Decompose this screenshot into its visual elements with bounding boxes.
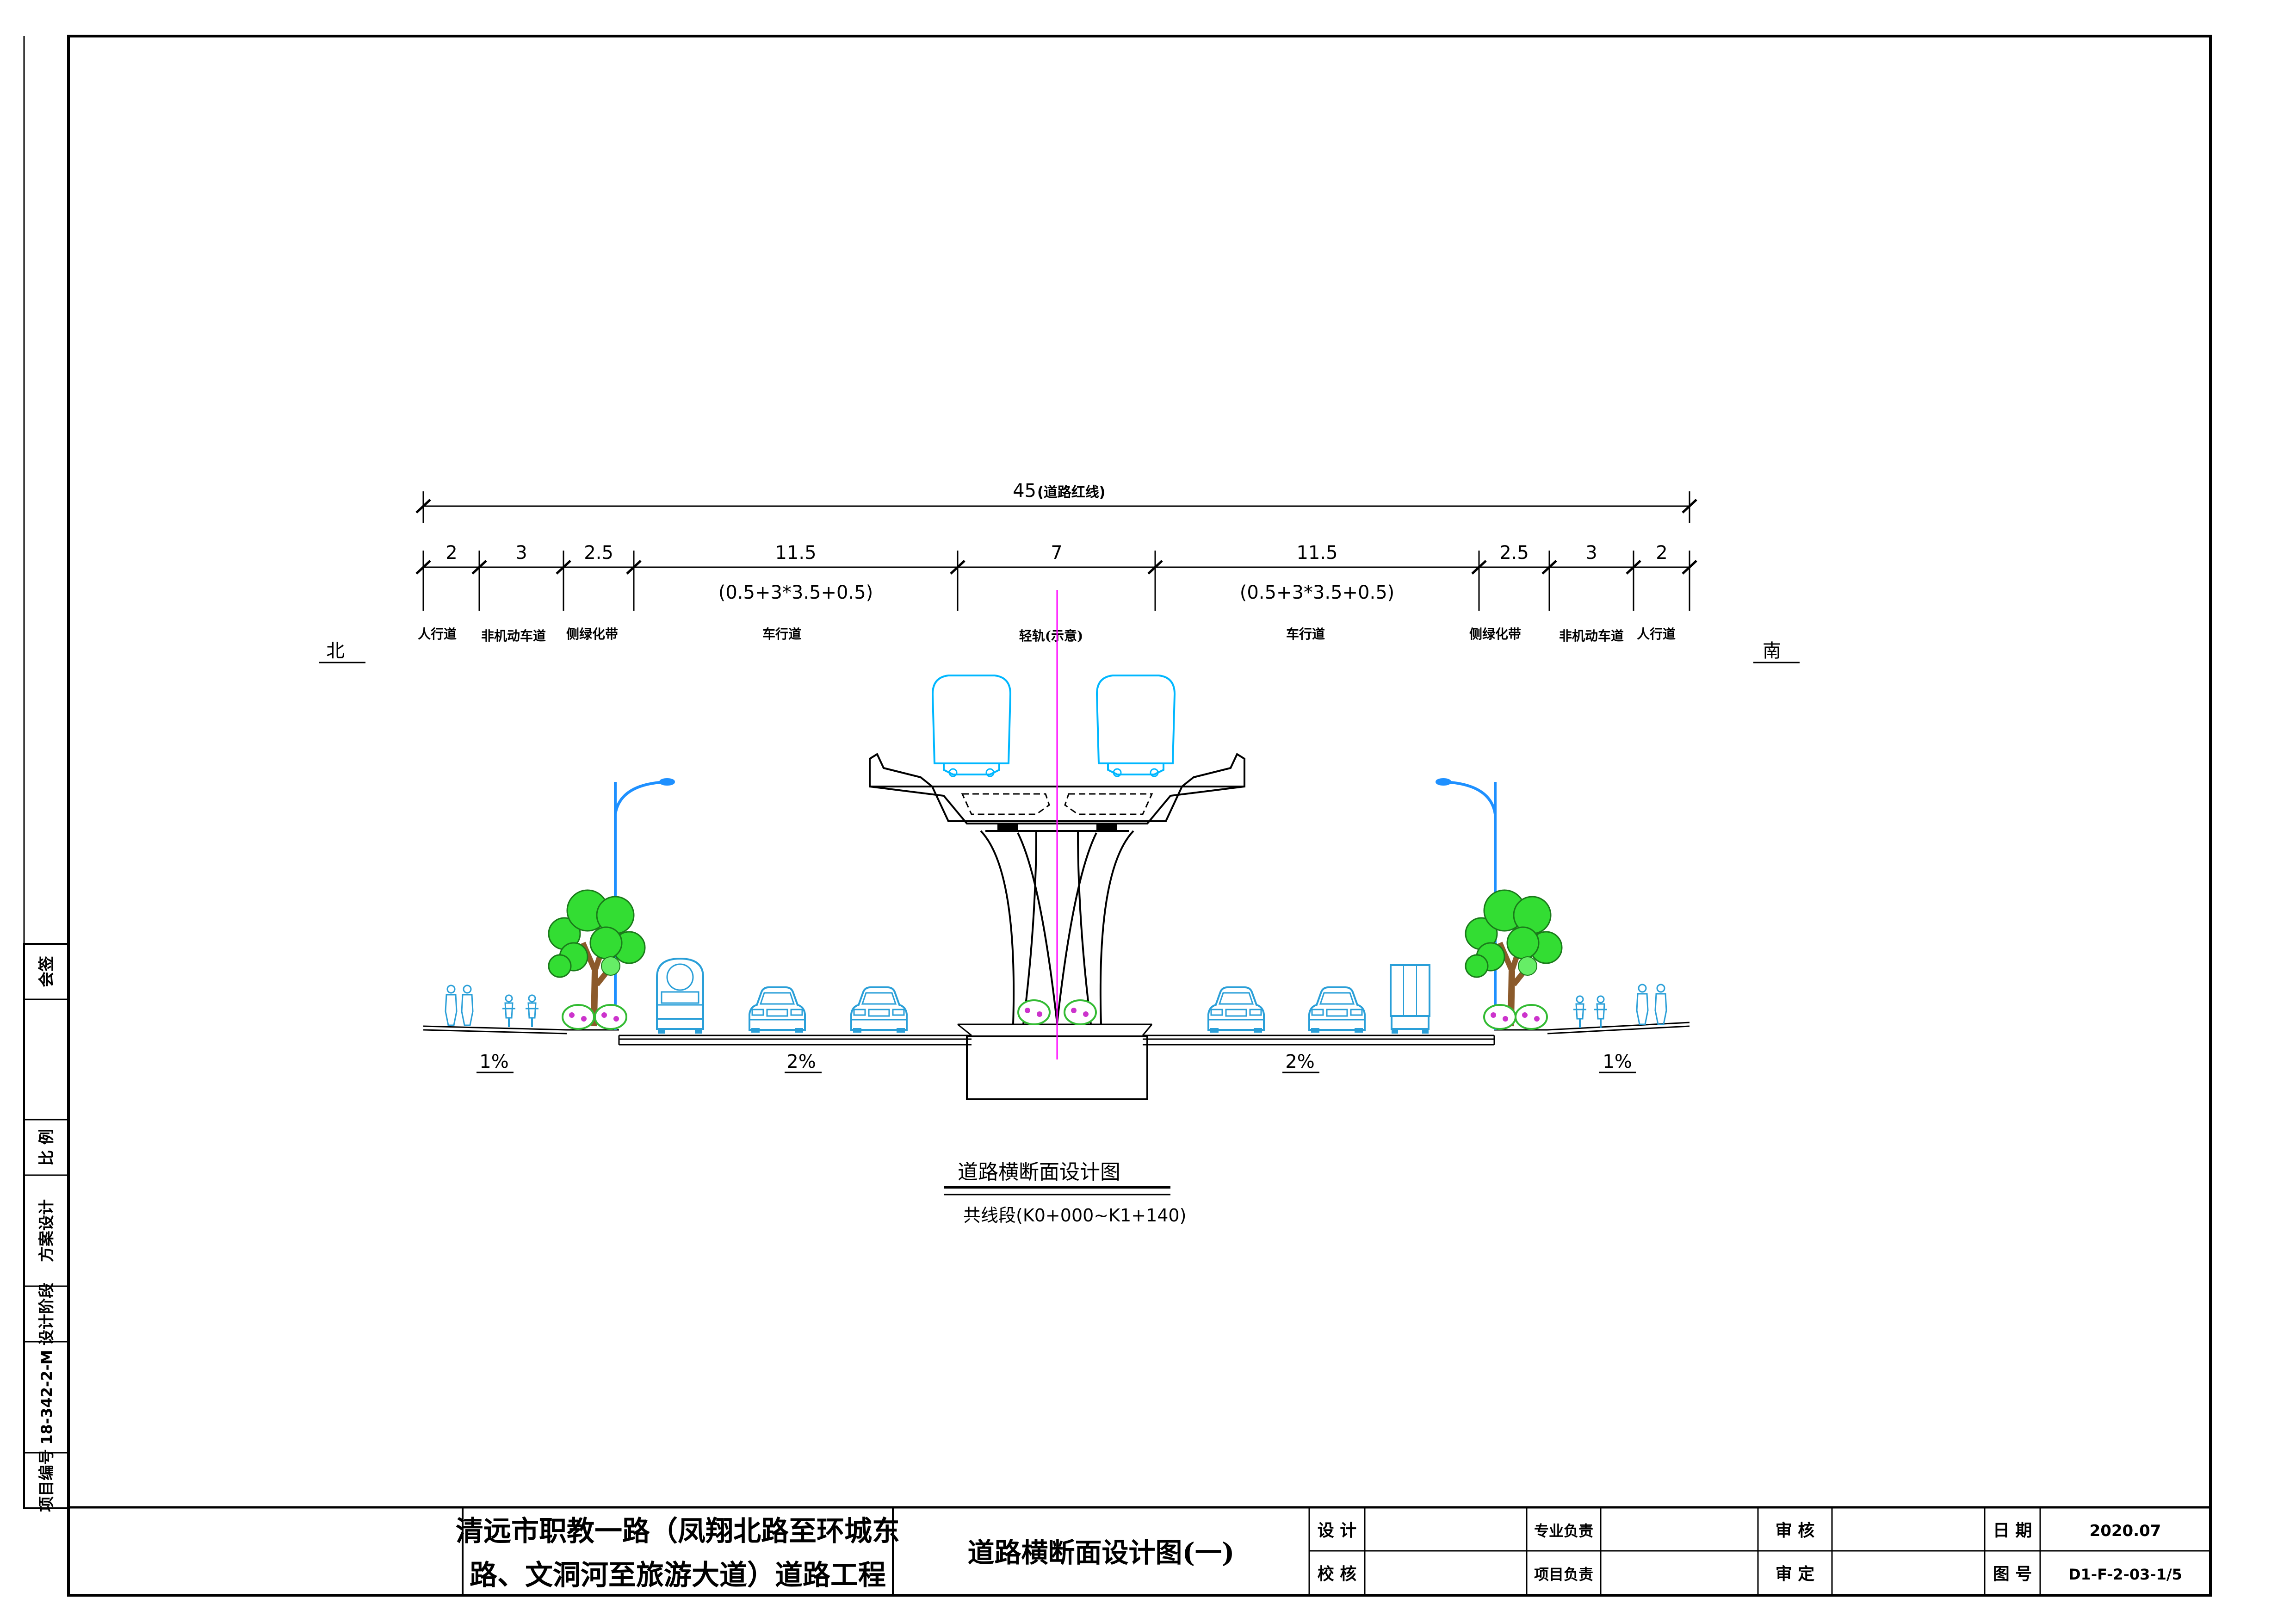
caption-subtitle: 共线段(K0+000~K1+140) bbox=[963, 1205, 1186, 1226]
car-icon bbox=[749, 986, 806, 1034]
label-bike-left: 非机动车道 bbox=[481, 628, 546, 644]
dim-sidewalk-left: 2 bbox=[446, 542, 457, 564]
slope-sidewalk-left: 1% bbox=[479, 1051, 508, 1072]
drawing-caption: 道路横断面设计图 共线段(K0+000~K1+140) bbox=[944, 1160, 1186, 1226]
cyclist-icon bbox=[1572, 995, 1587, 1029]
label-bike-right: 非机动车道 bbox=[1559, 628, 1624, 644]
shrub-icon bbox=[1064, 999, 1097, 1025]
dimension-labels: 45 (道路红线) 2 3 2.5 11.5 (0.5+3*3.5+0.5) 7… bbox=[418, 480, 1676, 644]
dim-carriageway-right-sub: (0.5+3*3.5+0.5) bbox=[1240, 582, 1395, 603]
car-icon bbox=[1207, 986, 1265, 1034]
dim-carriageway-left-sub: (0.5+3*3.5+0.5) bbox=[718, 582, 873, 603]
review-label: 审 核 bbox=[1776, 1521, 1815, 1540]
date-value: 2020.07 bbox=[2090, 1522, 2161, 1540]
slope-labels: 1% 2% 2% 1% bbox=[477, 1051, 1636, 1073]
label-carriageway-right: 车行道 bbox=[1286, 626, 1325, 642]
design-label: 设 计 bbox=[1318, 1521, 1357, 1540]
shrub-icon bbox=[1515, 1004, 1548, 1030]
shrub-icon bbox=[594, 1004, 627, 1030]
label-green-left: 侧绿化带 bbox=[566, 626, 618, 642]
sheet-border bbox=[67, 35, 2212, 1597]
cyclist-icon bbox=[501, 994, 516, 1028]
light-rail-icon bbox=[932, 675, 1011, 777]
slope-sidewalk-right: 1% bbox=[1603, 1051, 1632, 1072]
label-sidewalk-right: 人行道 bbox=[1637, 626, 1676, 642]
orientation-marks: 北 南 bbox=[319, 640, 1800, 663]
dim-sidewalk-right: 2 bbox=[1656, 542, 1667, 564]
pedestrian-icon bbox=[445, 985, 458, 1026]
shrub-icon bbox=[1017, 999, 1051, 1025]
strip-cell-stage-value: 方案设计 bbox=[37, 1199, 56, 1262]
project-lead-label: 项目负责 bbox=[1534, 1566, 1593, 1583]
car-icon bbox=[1308, 986, 1366, 1034]
dim-carriageway-right: 11.5 bbox=[1296, 542, 1337, 564]
tanker-truck-icon bbox=[656, 958, 704, 1035]
title-block: 清远市职教一路（凤翔北路至环城东 路、文洞河至旅游大道）道路工程 道路横断面设计… bbox=[68, 1506, 2210, 1595]
cyclist-icon bbox=[525, 994, 539, 1028]
pedestrian-icon bbox=[1636, 984, 1649, 1025]
strip-cell-countersign: 会签 bbox=[37, 956, 56, 987]
date-label: 日 期 bbox=[1993, 1521, 2032, 1540]
road-surface bbox=[423, 1022, 1690, 1100]
tree-icon bbox=[549, 890, 645, 1026]
truck-icon bbox=[1390, 964, 1430, 1035]
approve-label: 审 定 bbox=[1776, 1565, 1815, 1584]
dim-carriageway-left: 11.5 bbox=[775, 542, 816, 564]
south-label: 南 bbox=[1763, 640, 1781, 662]
label-carriageway-left: 车行道 bbox=[762, 626, 801, 642]
north-label: 北 bbox=[326, 640, 345, 662]
sheet-number-label: 图 号 bbox=[1993, 1565, 2032, 1584]
label-sidewalk-left: 人行道 bbox=[418, 626, 457, 642]
strip-cell-project-number: 项目编号 bbox=[37, 1449, 56, 1512]
pedestrian-icon bbox=[461, 985, 474, 1026]
left-strip: 会签 比 例 方案设计 设计阶段 18-342-2-M 项目编号 bbox=[23, 943, 69, 1512]
dim-bike-right: 3 bbox=[1585, 542, 1597, 564]
pedestrian-icon bbox=[1654, 984, 1667, 1025]
slope-carriageway-right: 2% bbox=[1285, 1051, 1314, 1072]
caption-title: 道路横断面设计图 bbox=[958, 1160, 1120, 1184]
dim-green-left: 2.5 bbox=[584, 542, 613, 564]
dim-green-right: 2.5 bbox=[1499, 542, 1529, 564]
specialty-lead-label: 专业负责 bbox=[1534, 1522, 1593, 1540]
slope-carriageway-left: 2% bbox=[786, 1051, 816, 1072]
strip-cell-project-number-value: 18-342-2-M bbox=[38, 1350, 56, 1444]
sheet-number-value: D1-F-2-03-1/5 bbox=[2068, 1566, 2182, 1583]
light-rail-icon bbox=[1096, 675, 1176, 777]
dim-light-rail: 7 bbox=[1051, 542, 1062, 564]
total-width-note: (道路红线) bbox=[1037, 484, 1105, 501]
label-green-right: 侧绿化带 bbox=[1469, 626, 1521, 642]
cyclist-icon bbox=[1593, 995, 1608, 1029]
dim-bike-left: 3 bbox=[515, 542, 527, 564]
label-light-rail: 轻轨(示意) bbox=[1019, 628, 1083, 644]
shrub-icon bbox=[1483, 1004, 1516, 1030]
drawing-title: 道路横断面设计图(一) bbox=[968, 1537, 1235, 1568]
project-name-line2: 路、文洞河至旅游大道）道路工程 bbox=[470, 1559, 886, 1592]
project-name-line1: 清远市职教一路（凤翔北路至环城东 bbox=[456, 1515, 900, 1548]
strip-cell-scale: 比 例 bbox=[37, 1129, 56, 1166]
check-label: 校 核 bbox=[1318, 1565, 1357, 1584]
shrub-icon bbox=[562, 1004, 595, 1030]
dimension-lines bbox=[415, 491, 1697, 611]
car-icon bbox=[850, 986, 908, 1034]
tree-icon bbox=[1466, 890, 1562, 1026]
total-width-value: 45 bbox=[1013, 480, 1036, 502]
strip-cell-stage: 设计阶段 bbox=[37, 1282, 56, 1345]
